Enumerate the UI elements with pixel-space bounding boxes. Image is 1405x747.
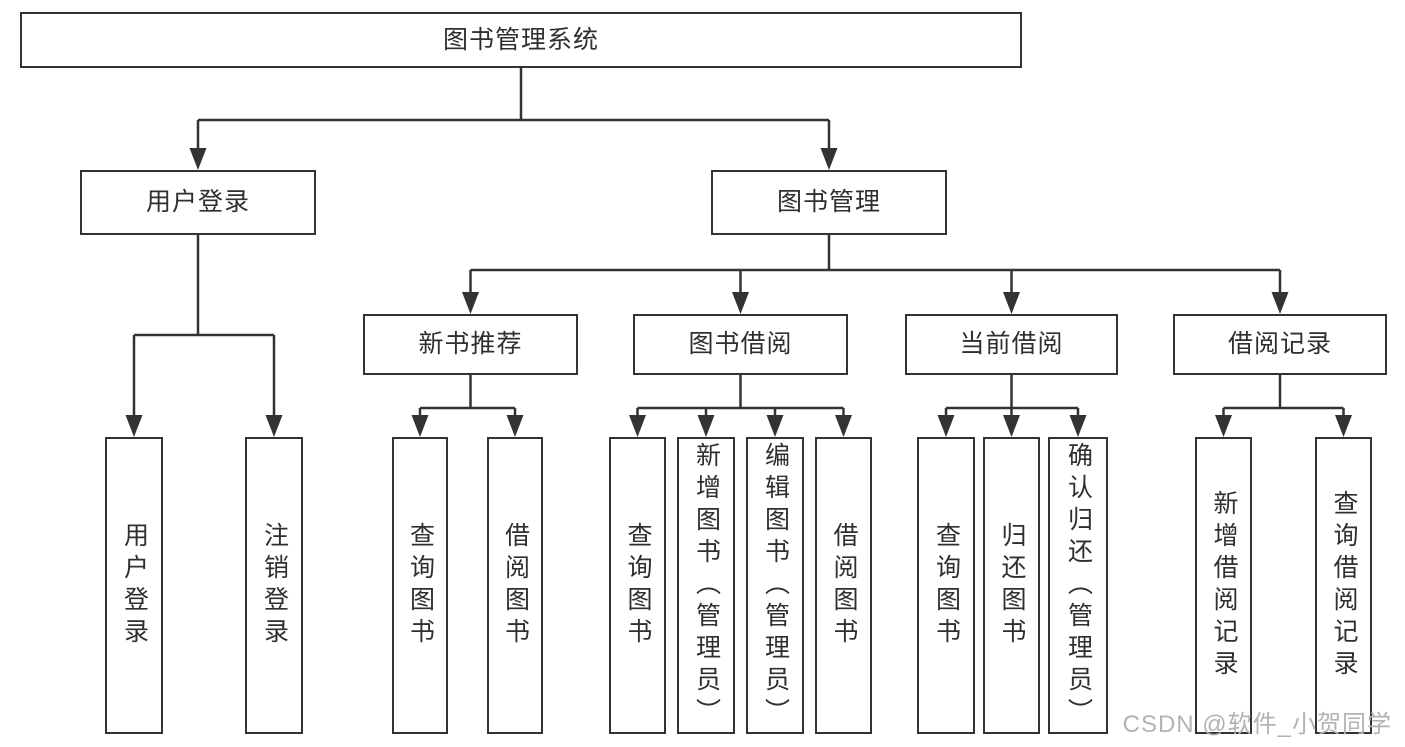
leaf-return-book-label: 归还图书: [998, 521, 1026, 650]
leaf-query-books-current-label: 查询图书: [932, 521, 961, 650]
leaf-query-books-current: 查询图书: [917, 437, 975, 734]
node-borrow-records-label: 借阅记录: [1227, 330, 1332, 358]
leaf-logout: 注销登录: [245, 437, 303, 734]
leaf-borrow-books-recommend-label: 借阅图书: [501, 521, 530, 650]
csdn-watermark: CSDN @软件_小贺同学: [1122, 711, 1392, 738]
leaf-add-book-admin-label: 新增图书（管理员）: [692, 441, 721, 730]
node-current-borrow-label: 当前借阅: [959, 330, 1064, 358]
node-new-book-recommend: 新书推荐: [363, 314, 578, 375]
leaf-edit-book-admin-label: 编辑图书（管理员）: [761, 441, 790, 730]
leaf-query-borrow-record-label: 查询借阅记录: [1330, 489, 1358, 682]
leaf-borrow-books-recommend: 借阅图书: [487, 437, 543, 734]
node-borrow-records: 借阅记录: [1173, 314, 1387, 375]
leaf-query-books-recommend: 查询图书: [392, 437, 448, 734]
node-new-book-recommend-label: 新书推荐: [418, 330, 523, 358]
leaf-edit-book-admin: 编辑图书（管理员）: [746, 437, 804, 734]
leaf-query-books-borrow-label: 查询图书: [624, 521, 652, 650]
leaf-add-borrow-record: 新增借阅记录: [1195, 437, 1252, 734]
leaf-borrow-books: 借阅图书: [815, 437, 872, 734]
leaf-user-login-label: 用户登录: [120, 521, 149, 650]
leaf-confirm-return-admin-label: 确认归还（管理员）: [1064, 441, 1093, 730]
node-root-label: 图书管理系统: [442, 25, 599, 54]
node-book-management: 图书管理: [711, 170, 947, 235]
leaf-add-book-admin: 新增图书（管理员）: [677, 437, 735, 734]
leaf-add-borrow-record-label: 新增借阅记录: [1210, 489, 1238, 682]
leaf-query-books-recommend-label: 查询图书: [406, 521, 435, 650]
node-book-borrow: 图书借阅: [633, 314, 848, 375]
node-root: 图书管理系统: [20, 12, 1022, 68]
node-current-borrow: 当前借阅: [905, 314, 1118, 375]
node-book-borrow-label: 图书借阅: [688, 330, 793, 358]
leaf-confirm-return-admin: 确认归还（管理员）: [1048, 437, 1108, 734]
leaf-query-borrow-record: 查询借阅记录: [1315, 437, 1372, 734]
node-user-login-label: 用户登录: [145, 188, 250, 216]
node-book-management-label: 图书管理: [776, 188, 881, 216]
node-user-login: 用户登录: [80, 170, 316, 235]
leaf-logout-label: 注销登录: [260, 521, 289, 650]
leaf-borrow-books-label: 借阅图书: [830, 521, 858, 650]
leaf-return-book: 归还图书: [983, 437, 1040, 734]
leaf-query-books-borrow: 查询图书: [609, 437, 666, 734]
leaf-user-login: 用户登录: [105, 437, 163, 734]
